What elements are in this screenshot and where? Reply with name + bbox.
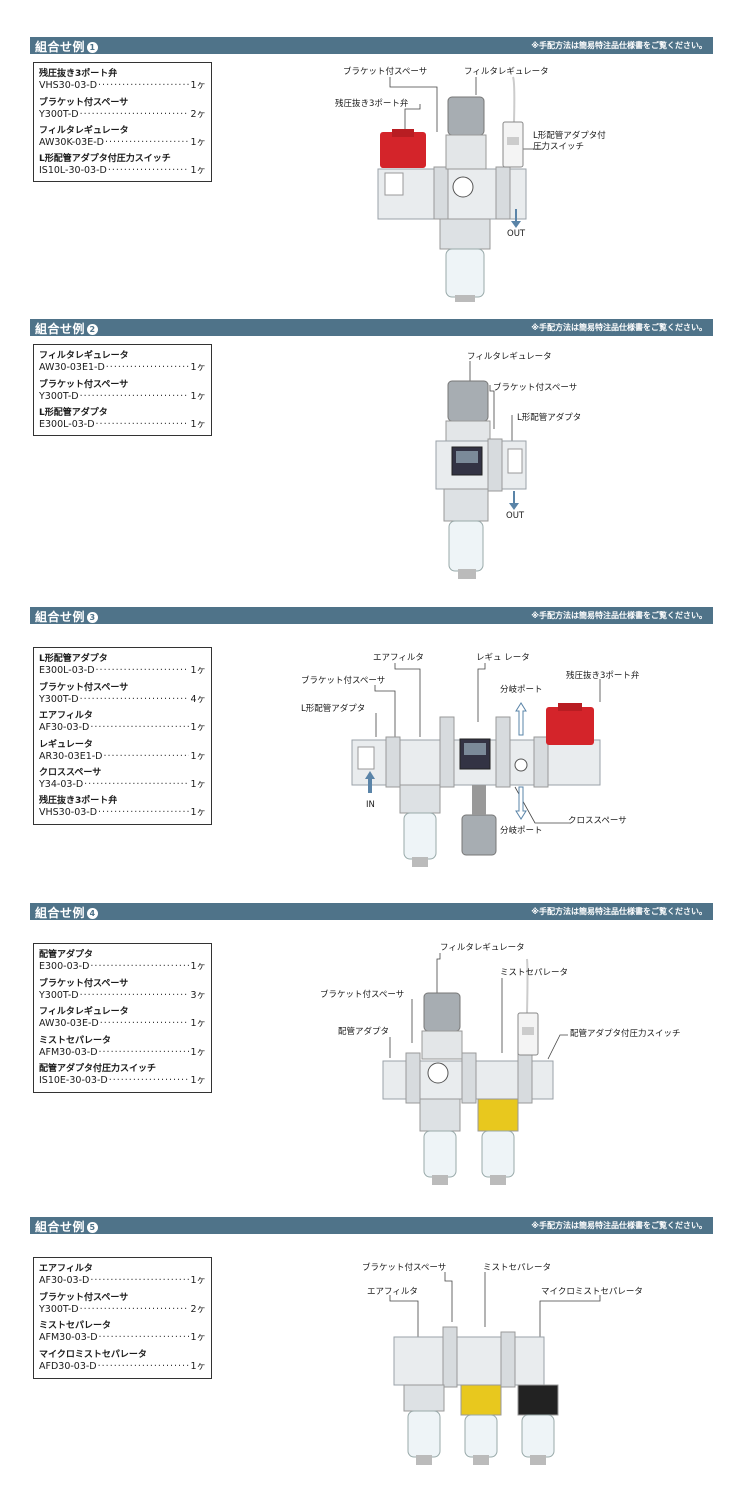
label-mist-separator: ミストセパレータ bbox=[500, 968, 569, 978]
section-title: 組合せ例 bbox=[35, 322, 86, 336]
list-item: L形配管アダプタ E300L-03-D1ヶ bbox=[39, 654, 206, 676]
label-filter-regulator: フィルタレギュレータ bbox=[440, 943, 525, 953]
list-item: ブラケット付スペーサ Y300T-D2ヶ bbox=[39, 98, 206, 120]
black-element-icon bbox=[517, 1384, 559, 1416]
label-out: OUT bbox=[506, 511, 525, 521]
product-illustration-3 bbox=[351, 663, 601, 867]
label-switch: 圧力スイッチ bbox=[533, 142, 585, 152]
yellow-element-icon bbox=[477, 1098, 519, 1132]
list-item: マイクロミストセパレータ AFD30-03-D1ヶ bbox=[39, 1350, 206, 1372]
product-illustration-1 bbox=[377, 76, 543, 302]
section-number: 2 bbox=[87, 324, 99, 335]
red-valve-icon bbox=[380, 132, 426, 168]
arrow-down-icon bbox=[511, 209, 521, 228]
section-title: 組合せ例 bbox=[35, 40, 86, 54]
cross-port-icon bbox=[514, 758, 528, 772]
list-item: L形配管アダプタ E300L-03-D1ヶ bbox=[39, 408, 206, 430]
list-item: L形配管アダプタ付圧力スイッチ IS10L-30-03-D1ヶ bbox=[39, 154, 206, 176]
label-bracket-spacer: ブラケット付スペーサ bbox=[320, 990, 405, 1000]
header-note: ※手配方法は簡易特注品仕様書をご覧ください。 bbox=[531, 323, 707, 332]
label-l-adapter: L形配管アダプタ bbox=[301, 704, 366, 714]
list-item: フィルタレギュレータ AW30K-03E-D1ヶ bbox=[39, 126, 206, 148]
list-item: エアフィルタ AF30-03-D1ヶ bbox=[39, 1264, 206, 1286]
list-item: ブラケット付スペーサ Y300T-D2ヶ bbox=[39, 1293, 206, 1315]
label-out: OUT bbox=[507, 229, 526, 239]
list-item: フィルタレギュレータ AW30-03E-D1ヶ bbox=[39, 1007, 206, 1029]
label-air-filter: エアフィルタ bbox=[373, 653, 424, 663]
product-illustration-4 bbox=[382, 953, 568, 1185]
label-residual-valve: 残圧抜き3ポート弁 bbox=[566, 671, 640, 681]
label-filter-regulator: フィルタレギュレータ bbox=[467, 352, 552, 362]
product-illustration-5 bbox=[389, 1272, 601, 1465]
list-item: 残圧抜き3ポート弁 VHS30-03-D1ヶ bbox=[39, 796, 206, 818]
list-item: ミストセパレータ AFM30-03-D1ヶ bbox=[39, 1036, 206, 1058]
list-item: 配管アダプタ E300-03-D1ヶ bbox=[39, 950, 206, 972]
label-bracket-spacer: ブラケット付スペーサ bbox=[301, 676, 386, 686]
gauge-icon bbox=[452, 176, 474, 198]
parts-list: フィルタレギュレータ AW30-03E1-D1ヶ ブラケット付スペーサ Y300… bbox=[33, 344, 212, 436]
arrow-up-icon bbox=[365, 771, 375, 793]
arrow-down-icon bbox=[515, 786, 527, 820]
header-note: ※手配方法は簡易特注品仕様書をご覧ください。 bbox=[531, 1221, 707, 1230]
label-cross-spacer: クロススペーサ bbox=[568, 816, 627, 826]
red-valve-icon bbox=[546, 707, 594, 745]
label-micro-mist-separator: マイクロミストセパレータ bbox=[541, 1287, 643, 1297]
list-item: 配管アダプタ付圧力スイッチ IS10E-30-03-D1ヶ bbox=[39, 1064, 206, 1086]
label-adapter: L形配管アダプタ付 bbox=[533, 131, 606, 141]
parts-list: 配管アダプタ E300-03-D1ヶ ブラケット付スペーサ Y300T-D3ヶ … bbox=[33, 943, 212, 1093]
list-item: ミストセパレータ AFM30-03-D1ヶ bbox=[39, 1321, 206, 1343]
list-item: クロススペーサ Y34-03-D1ヶ bbox=[39, 768, 206, 790]
label-air-filter: エアフィルタ bbox=[367, 1287, 418, 1297]
section-number: 3 bbox=[87, 612, 99, 623]
label-bracket-spacer: ブラケット付スペーサ bbox=[362, 1263, 447, 1273]
arrow-down-icon bbox=[509, 491, 519, 510]
label-branch-port-bottom: 分岐ポート bbox=[500, 826, 543, 836]
header-note: ※手配方法は簡易特注品仕様書をご覧ください。 bbox=[531, 907, 707, 916]
label-bracket-spacer: ブラケット付スペーサ bbox=[343, 67, 428, 77]
list-item: ブラケット付スペーサ Y300T-D3ヶ bbox=[39, 979, 206, 1001]
section-title: 組合せ例 bbox=[35, 610, 86, 624]
list-item: ブラケット付スペーサ Y300T-D1ヶ bbox=[39, 380, 206, 402]
label-in: IN bbox=[366, 800, 375, 810]
label-regulator: レギュ レータ bbox=[476, 653, 530, 663]
label-bracket-spacer: ブラケット付スペーサ bbox=[493, 383, 578, 393]
label-filter-regulator: フィルタレギュレータ bbox=[464, 67, 549, 77]
parts-list: エアフィルタ AF30-03-D1ヶ ブラケット付スペーサ Y300T-D2ヶ … bbox=[33, 1257, 212, 1379]
parts-list: L形配管アダプタ E300L-03-D1ヶ ブラケット付スペーサ Y300T-D… bbox=[33, 647, 212, 825]
parts-list: 残圧抜き3ポート弁 VHS30-03-D1ヶ ブラケット付スペーサ Y300T-… bbox=[33, 62, 212, 182]
label-l-adapter: L形配管アダプタ bbox=[517, 413, 582, 423]
list-item: エアフィルタ AF30-03-D1ヶ bbox=[39, 711, 206, 733]
product-illustration-2 bbox=[435, 361, 527, 579]
section-number: 4 bbox=[87, 908, 99, 919]
yellow-element-icon bbox=[460, 1384, 502, 1416]
list-item: 残圧抜き3ポート弁 VHS30-03-D1ヶ bbox=[39, 69, 206, 91]
list-item: レギュレータ AR30-03E1-D1ヶ bbox=[39, 740, 206, 762]
label-mist-separator: ミストセパレータ bbox=[483, 1263, 552, 1273]
header-note: ※手配方法は簡易特注品仕様書をご覧ください。 bbox=[531, 611, 707, 620]
list-item: フィルタレギュレータ AW30-03E1-D1ヶ bbox=[39, 351, 206, 373]
label-branch-port-top: 分岐ポート bbox=[500, 685, 543, 695]
label-adapter: 配管アダプタ bbox=[338, 1027, 390, 1037]
list-item: ブラケット付スペーサ Y300T-D4ヶ bbox=[39, 683, 206, 705]
section-number: 1 bbox=[87, 42, 99, 53]
header-note: ※手配方法は簡易特注品仕様書をご覧ください。 bbox=[531, 41, 707, 50]
section-title: 組合せ例 bbox=[35, 906, 86, 920]
section-title: 組合せ例 bbox=[35, 1220, 86, 1234]
label-residual-valve: 残圧抜き3ポート弁 bbox=[335, 99, 409, 109]
section-number: 5 bbox=[87, 1222, 99, 1233]
gauge-icon bbox=[427, 1062, 449, 1084]
arrow-up-icon bbox=[515, 702, 527, 736]
label-adapter-switch: 配管アダプタ付圧力スイッチ bbox=[570, 1029, 681, 1039]
